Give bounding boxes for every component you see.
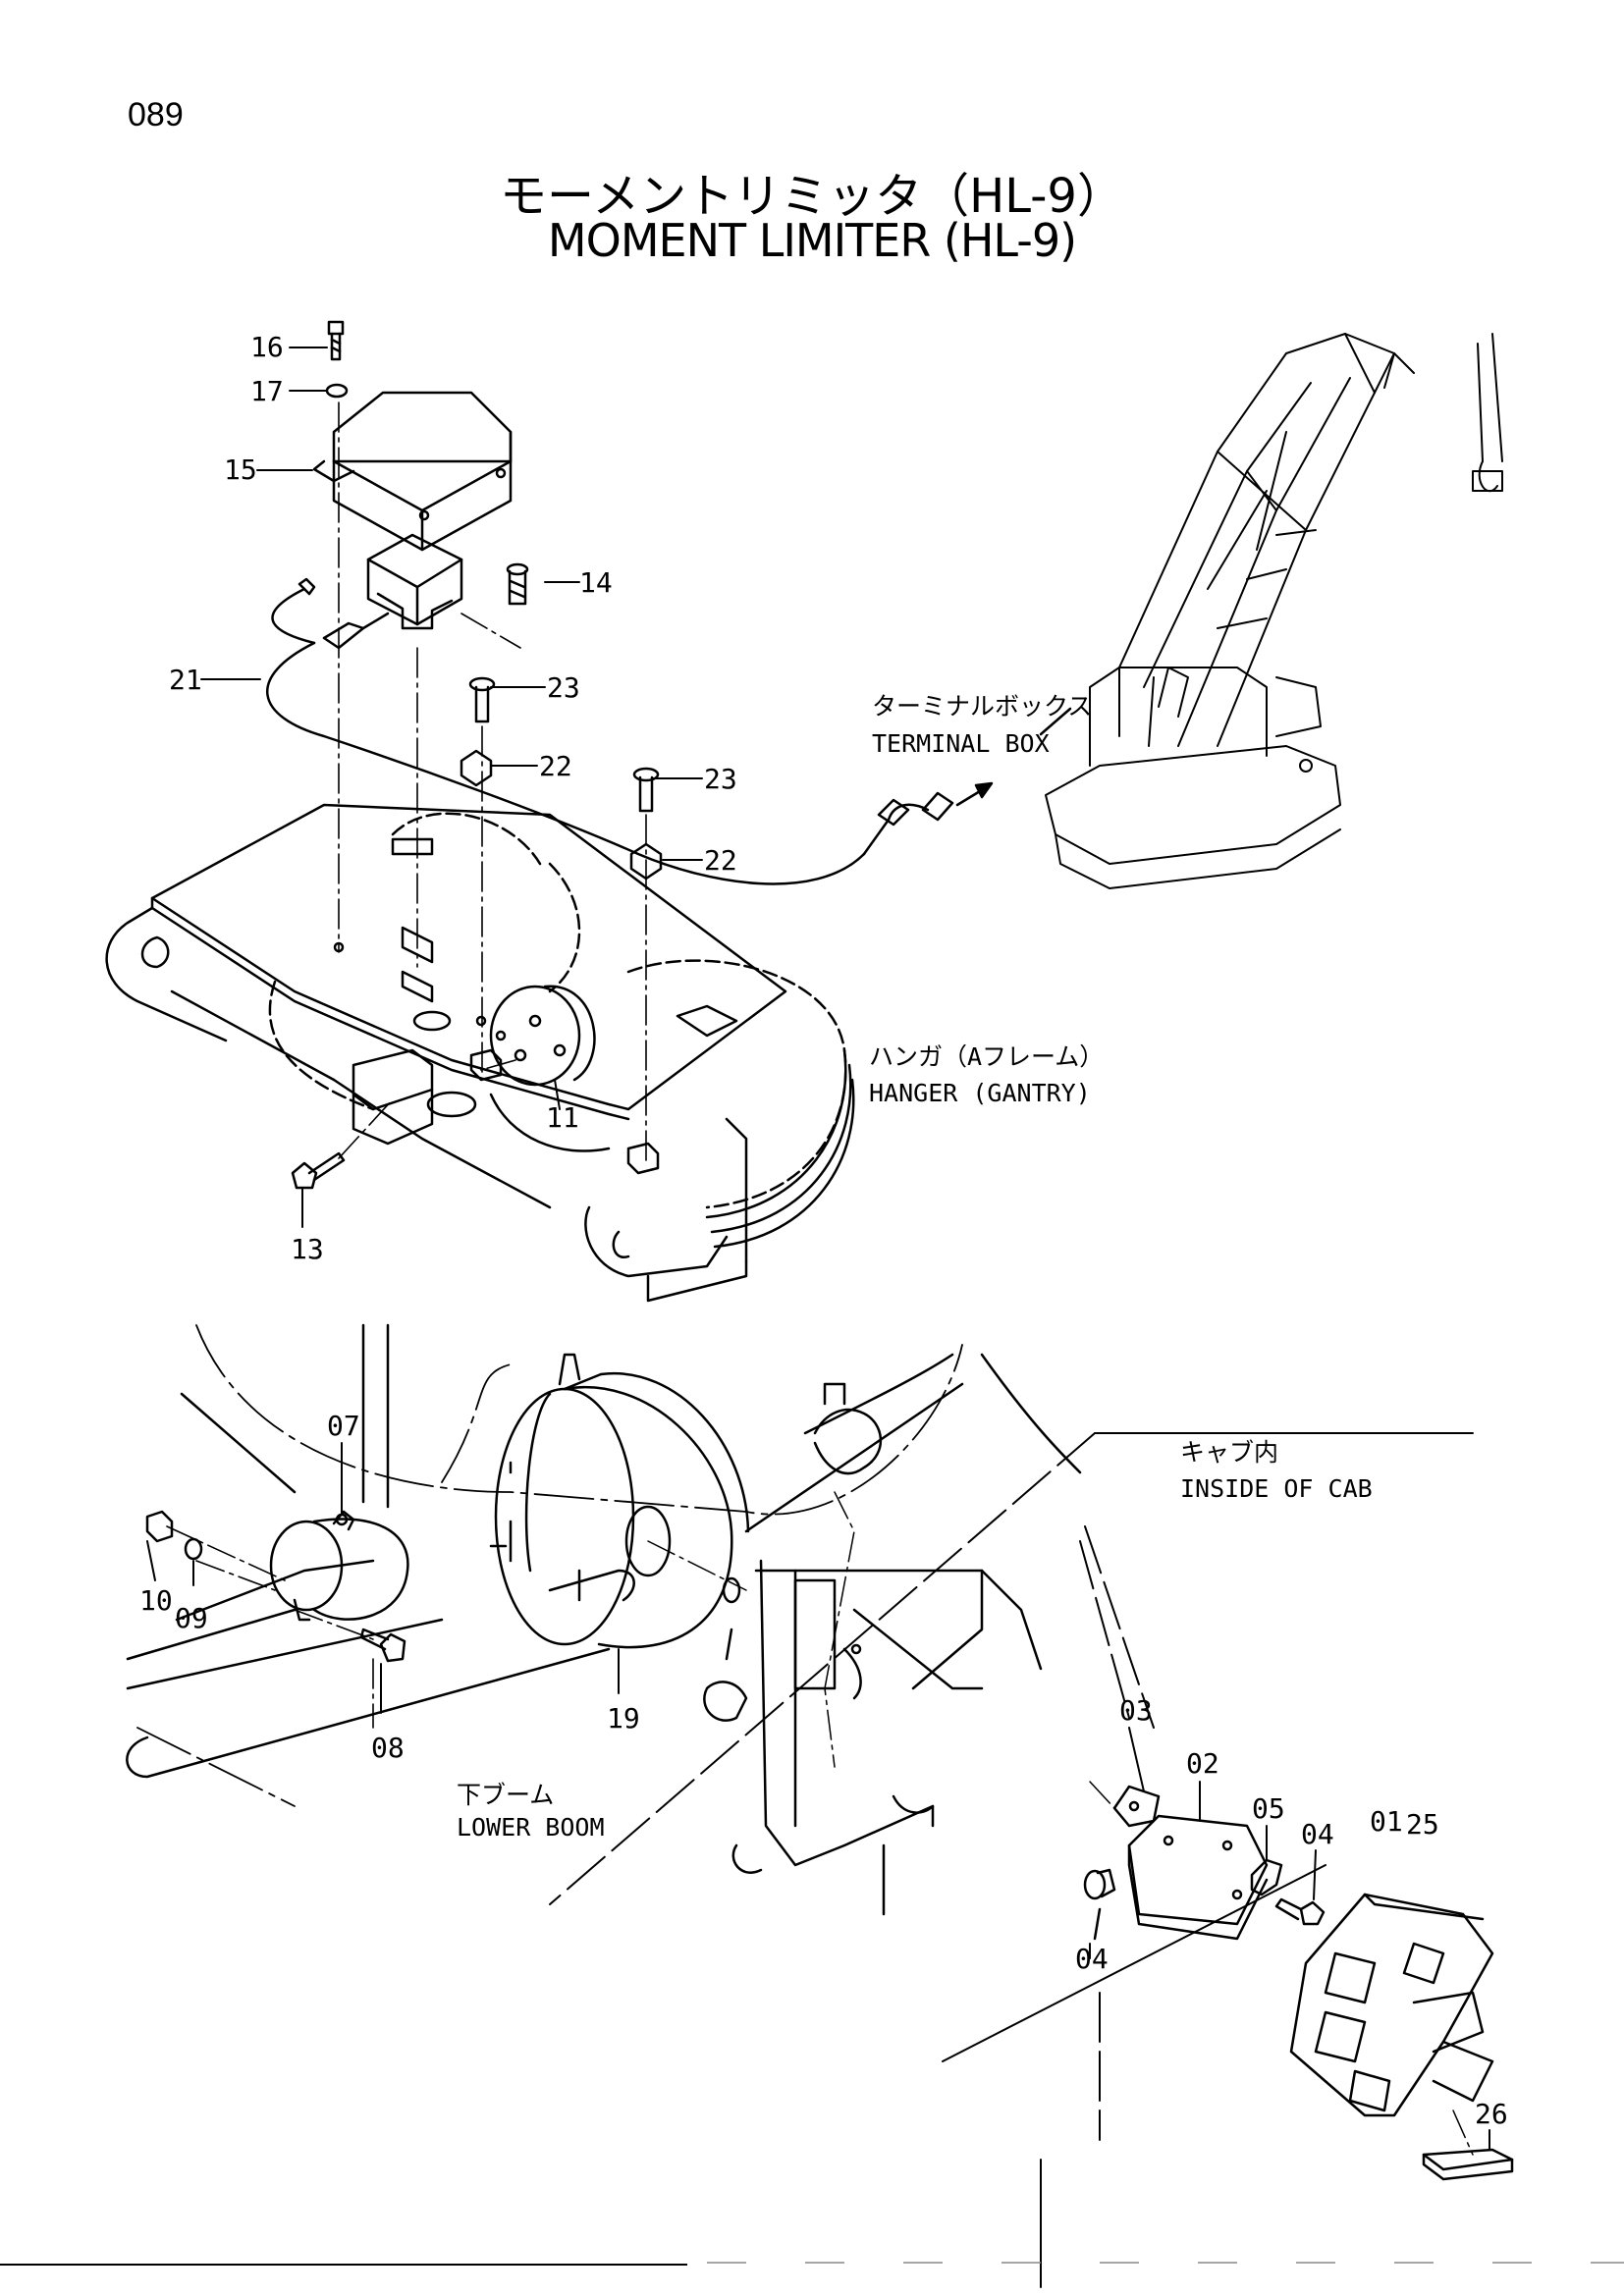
part-number-09: 09 [175,1602,208,1634]
terminal-cover-part [312,391,513,552]
display-unit-01-part [1289,1893,1494,2117]
hanger-label-jp: ハンガ（Aフレーム） [869,1042,1104,1071]
lower-boom-illustration [126,1323,1082,1916]
part-number-10: 10 [139,1584,173,1617]
part-number-01: 01 [1370,1805,1403,1838]
bolt-23b-icon [632,767,660,813]
bolt-14-icon [506,562,529,606]
cab-label-en: INSIDE OF CAB [1180,1474,1373,1503]
title-english: MOMENT LIMITER (HL-9) [547,214,1077,267]
washer-09-icon [184,1537,203,1561]
clamp-22a-icon [460,749,493,787]
assembly-lines [338,401,647,1164]
nut-10-icon [145,1510,174,1543]
part-number-04b: 04 [1075,1943,1109,1975]
part-number-04a: 04 [1301,1818,1334,1850]
crane-illustration [1045,333,1503,889]
part-number-23a: 23 [547,671,580,704]
part-number-13: 13 [291,1233,324,1265]
terminal-box-part [366,533,463,630]
hanger-gantry-illustration [105,803,855,1303]
part-number-25: 25 [1406,1808,1439,1841]
part-number-08: 08 [371,1732,405,1764]
terminal-box-label-jp: ターミナルボックス [872,692,1092,721]
part-number-16: 16 [250,331,284,363]
part-number-02: 02 [1186,1747,1219,1780]
bolt-23a-icon [468,676,496,723]
part-number-19: 19 [607,1702,640,1735]
part-number-05: 05 [1252,1792,1285,1825]
part-number-26: 26 [1475,2098,1508,2130]
part-number-17: 17 [250,375,284,407]
washer-17-icon [325,383,349,399]
bolt-16-icon [327,320,345,361]
limit-switch-07-part [269,1510,409,1622]
cab-outline [549,1432,1474,2288]
bolt-13-icon [291,1151,346,1190]
screw-04b-icon [1083,1868,1116,1941]
part-number-15: 15 [224,454,257,486]
bolt-08-icon [359,1628,406,1663]
lower-boom-label-jp: 下ブーム [457,1781,554,1809]
part-number-21: 21 [169,664,202,696]
bracket-03-part [1112,1785,1161,1828]
cable-21 [266,577,954,885]
page-number: 089 [128,96,184,133]
title-japanese: モーメントリミッタ（HL-9） [500,169,1124,224]
part-26-icon [1422,2148,1514,2181]
bracket-02-part [1127,1814,1269,1941]
part-number-22a: 22 [539,750,572,782]
part-number-22b: 22 [704,844,737,877]
part-number-14: 14 [579,566,613,599]
part-number-03: 03 [1119,1694,1153,1727]
sheave-19-part [489,1353,750,1649]
part-number-23b: 23 [704,763,737,795]
part-number-11: 11 [546,1101,579,1134]
lower-boom-label-en: LOWER BOOM [457,1813,605,1842]
terminal-box-label-en: TERMINAL BOX [872,729,1050,758]
cab-label-jp: キャブ内 [1180,1438,1278,1467]
hanger-label-en: HANGER (GANTRY) [869,1079,1091,1107]
screw-04a-icon [1274,1897,1326,1926]
part-number-07: 07 [327,1410,360,1442]
